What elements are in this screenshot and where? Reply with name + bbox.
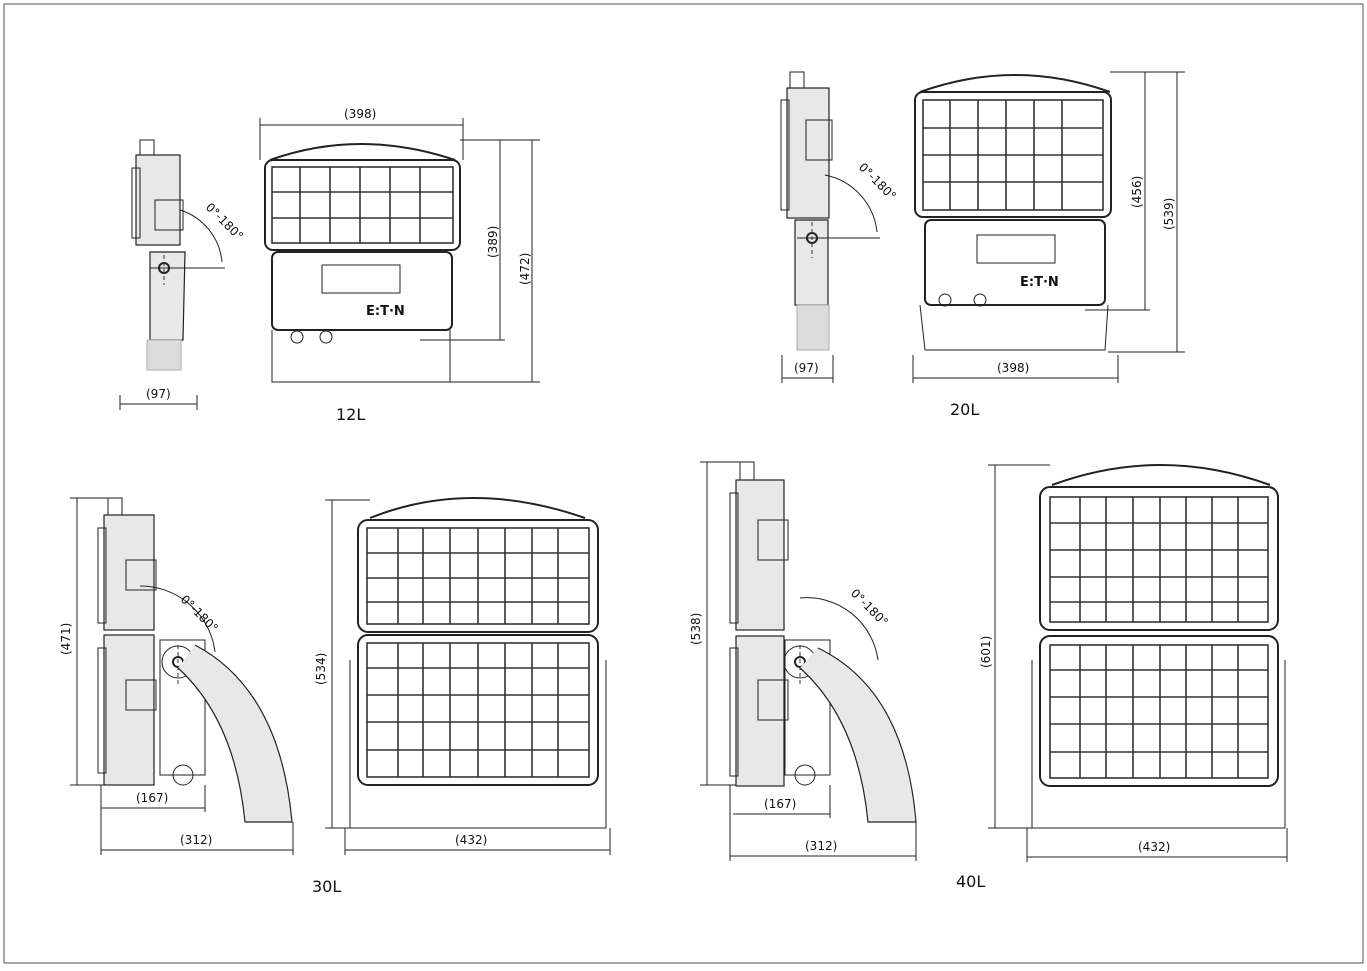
angle-30l: 0°-180° xyxy=(178,592,221,635)
height-side-40l: (538) xyxy=(689,613,703,645)
height-total-12l: (472) xyxy=(518,253,532,285)
side-view-12l: 0°-180° (97) xyxy=(119,139,246,410)
width-40l: (432) xyxy=(1138,840,1170,854)
width-12l: (398) xyxy=(344,107,376,121)
height-front-30l: (534) xyxy=(314,653,328,685)
depth-total-30l: (312) xyxy=(180,833,212,847)
depth-20l: (97) xyxy=(794,361,819,375)
model-40l: 0°-180° (538) (167) (312) xyxy=(689,461,1288,891)
depth-inner-40l: (167) xyxy=(764,797,796,811)
height-side-30l: (471) xyxy=(59,623,73,655)
height-inner-20l: (456) xyxy=(1130,176,1144,208)
angle-12l: 0°-180° xyxy=(203,200,246,243)
model-12l: 0°-180° (97) E:T·N (398) xyxy=(119,107,540,424)
side-view-20l: 0°-180° (97) xyxy=(780,71,899,383)
width-30l: (432) xyxy=(455,833,487,847)
model-20l: 0°-180° (97) E:T·N (456) ( xyxy=(780,71,1185,419)
height-inner-12l: (389) xyxy=(486,226,500,258)
model-30l: 0°-180° (471) (167) (312) xyxy=(59,497,611,896)
width-20l: (398) xyxy=(997,361,1029,375)
front-view-30l: (534) (432) 30L xyxy=(312,497,611,896)
model-label-40l: 40L xyxy=(956,872,985,891)
angle-40l: 0°-180° xyxy=(848,586,891,629)
front-view-20l: E:T·N (456) (539) (398) 20L xyxy=(912,71,1185,419)
height-front-40l: (601) xyxy=(979,636,993,668)
model-label-12l: 12L xyxy=(336,405,365,424)
logo-20l: E:T·N xyxy=(1020,275,1059,290)
depth-12l: (97) xyxy=(146,387,171,401)
logo-12l: E:T·N xyxy=(366,304,405,319)
depth-total-40l: (312) xyxy=(805,839,837,853)
model-label-20l: 20L xyxy=(950,400,979,419)
side-view-30l: 0°-180° (471) (167) (312) xyxy=(59,497,294,855)
front-view-40l: (601) (432) 40L xyxy=(956,464,1288,891)
model-label-30l: 30L xyxy=(312,877,341,896)
side-view-40l: 0°-180° (538) (167) (312) xyxy=(689,461,917,861)
depth-inner-30l: (167) xyxy=(136,791,168,805)
front-view-12l: E:T·N (398) (389) (472) 12L xyxy=(259,107,540,424)
height-total-20l: (539) xyxy=(1162,198,1176,230)
outer-border xyxy=(3,3,1364,964)
